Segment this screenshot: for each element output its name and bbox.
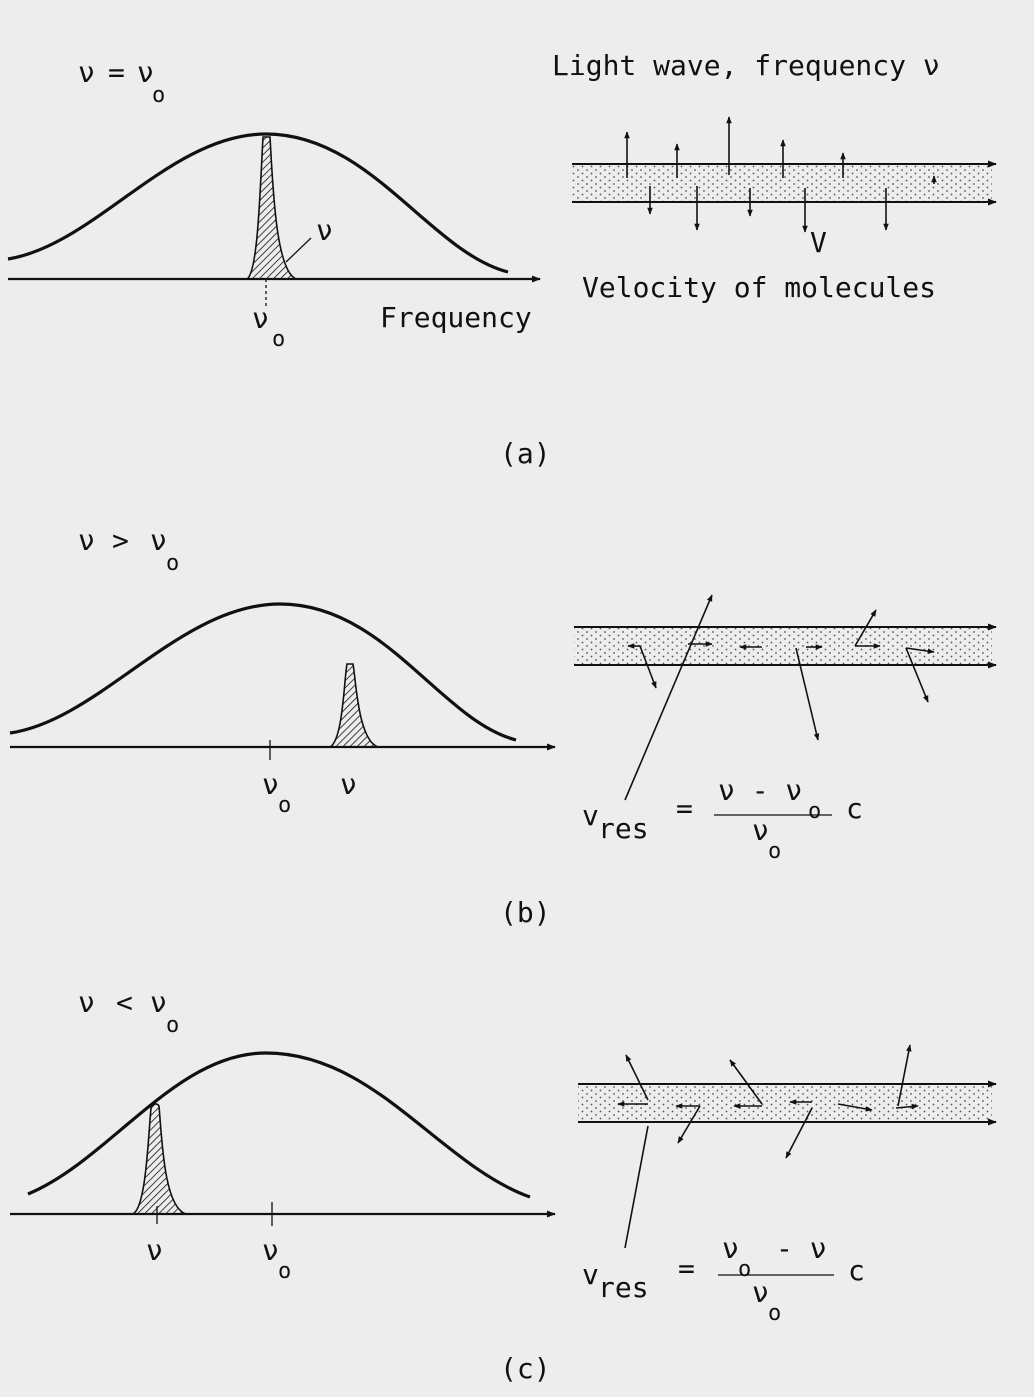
formula-factor: c (848, 1254, 865, 1287)
formula-denominator: ν (752, 814, 769, 847)
doppler-profile-curve (27, 1051, 531, 1199)
formula-numerator-tail: - ν (776, 1232, 827, 1265)
condition-rhs-sub: o (166, 551, 179, 576)
resonant-velocity-pointer (624, 1125, 649, 1249)
gas-beam (578, 1084, 992, 1122)
formula-lhs: v (582, 799, 599, 832)
formula-numerator: ν (722, 1232, 739, 1265)
condition-lhs: ν (78, 56, 95, 89)
condition-rhs: ν (150, 986, 167, 1019)
panel-a: ν = ν o ν o ν Frequency Light wave, freq… (7, 49, 997, 470)
gas-beam (572, 164, 992, 202)
molecule-velocity-arrows (624, 594, 935, 801)
molecule-velocity-arrows (617, 1044, 919, 1249)
gas-beam (574, 627, 992, 665)
condition-rhs-sub: o (152, 83, 165, 108)
tick-label-nu: ν (340, 768, 357, 801)
condition-op: > (112, 524, 129, 557)
panel-b: ν > ν o ν o ν v res = ν - ν o (9, 524, 997, 929)
formula-denominator-sub: o (768, 839, 781, 864)
caption-a: (a) (500, 437, 551, 470)
tick-label-nu0-sub: o (278, 793, 291, 818)
nu-pointer-line (285, 237, 312, 263)
formula-factor: c (846, 792, 863, 825)
formula-numerator-sub: o (808, 799, 821, 824)
formula-eq: = (676, 792, 693, 825)
absorption-line-hatched (132, 1103, 187, 1215)
molecule-velocity-arrows (624, 116, 937, 233)
formula-numerator-sub: o (738, 1257, 751, 1282)
formula-lhs-sub: res (598, 1271, 649, 1304)
tick-label-nu0-sub: o (278, 1259, 291, 1284)
formula-denominator: ν (752, 1276, 769, 1309)
line-label-nu: ν (316, 214, 333, 247)
doppler-profile-curve (9, 602, 517, 742)
caption-b: (b) (500, 896, 551, 929)
condition-rhs: ν (150, 524, 167, 557)
panel-c: ν < ν o ν ν o v res = (10, 986, 997, 1385)
velocity-of-molecules-label: Velocity of molecules (582, 271, 936, 304)
velocity-symbol: V (810, 226, 827, 259)
condition-lhs: ν (78, 524, 95, 557)
absorption-line-hatched (329, 663, 379, 748)
absorption-line-hatched (244, 136, 297, 280)
tick-label-nu: ν (146, 1234, 163, 1267)
condition-lhs: ν (78, 986, 95, 1019)
caption-c: (c) (500, 1352, 551, 1385)
formula-lhs-sub: res (598, 812, 649, 845)
condition-op: < (116, 986, 133, 1019)
tick-label-nu0: ν (262, 1234, 279, 1267)
formula-lhs: v (582, 1258, 599, 1291)
formula-numerator: ν - ν (718, 774, 802, 807)
condition-rhs-sub: o (166, 1013, 179, 1038)
condition-op: = (108, 56, 125, 89)
tick-label-nu0-sub: o (272, 327, 285, 352)
axis-label-frequency: Frequency (380, 301, 532, 334)
formula-eq: = (678, 1252, 695, 1285)
doppler-profile-curve (7, 132, 509, 274)
light-wave-label: Light wave, frequency ν (552, 49, 940, 82)
condition-rhs: ν (137, 56, 154, 89)
formula-denominator-sub: o (768, 1301, 781, 1326)
tick-label-nu0: ν (252, 302, 269, 335)
tick-label-nu0: ν (262, 768, 279, 801)
